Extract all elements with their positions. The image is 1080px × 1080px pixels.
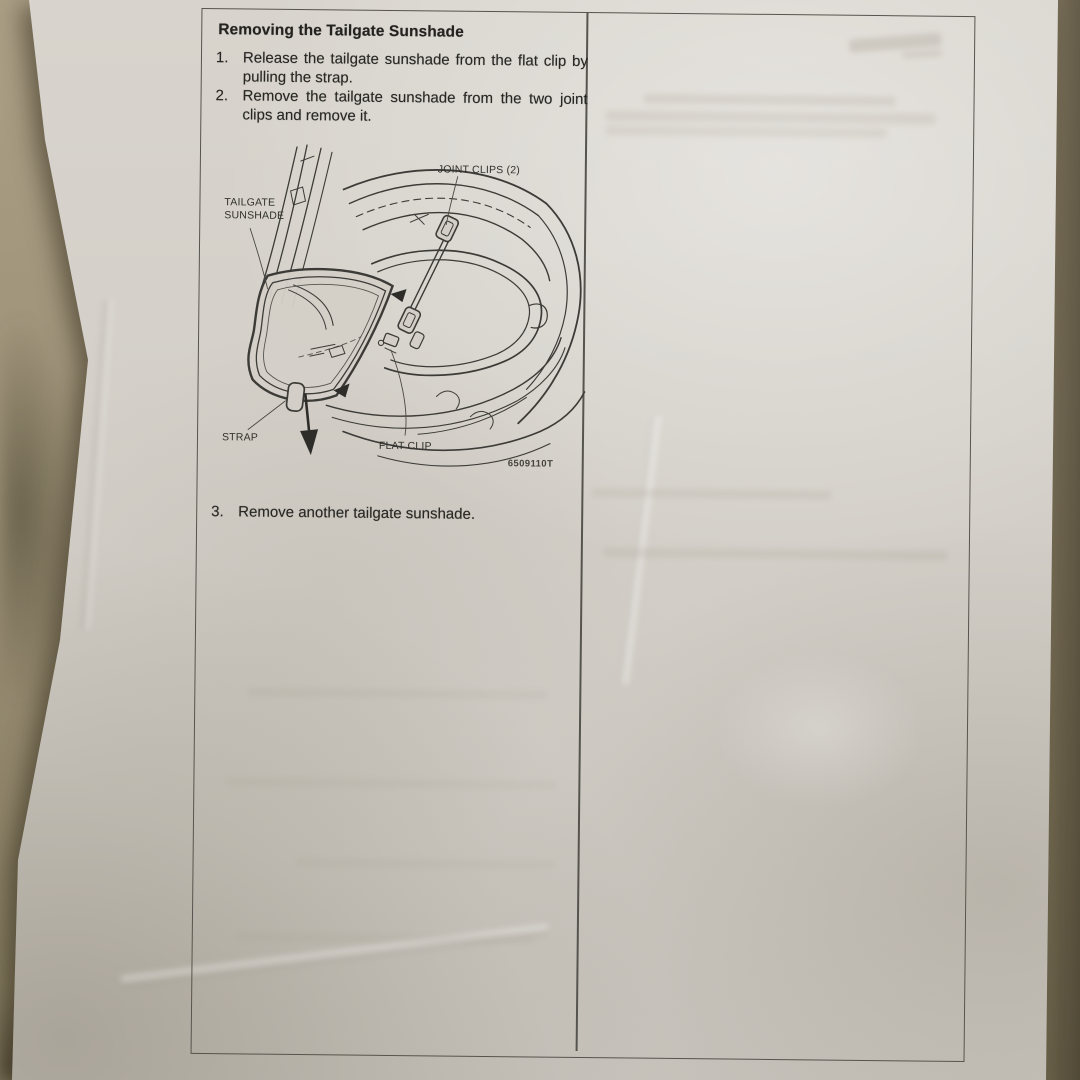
sill-lines xyxy=(325,337,566,435)
down-arrow-shaft xyxy=(304,393,311,433)
direction-arrows xyxy=(300,289,407,456)
bleedthrough-mark xyxy=(247,687,548,700)
bleedthrough-mark xyxy=(226,777,557,790)
bleedthrough-mark xyxy=(295,858,556,870)
content-frame: Removing the Tailgate Sunshade 1. Releas… xyxy=(190,7,976,1063)
step-text: Remove the tailgate sunshade from the tw… xyxy=(242,87,588,125)
bleedthrough-mark xyxy=(643,93,896,107)
line-art-diagram: JOINT CLIPS (2) TAILGATE SUNSHADE STRAP … xyxy=(222,144,586,470)
label-flat-clip: FLAT CLIP xyxy=(379,440,432,453)
step-item-3: 3. Remove another tailgate sunshade. xyxy=(211,502,568,525)
step-number: 3. xyxy=(211,503,224,521)
joint-clip-upper xyxy=(435,214,460,243)
bleedthrough-mark xyxy=(605,110,936,125)
tailgate-opening-bands xyxy=(342,169,551,282)
leader-lines xyxy=(247,176,459,436)
bleedthrough-mark xyxy=(602,547,948,561)
label-sunshade: SUNSHADE xyxy=(224,209,284,222)
label-joint-clips: JOINT CLIPS (2) xyxy=(438,163,520,176)
label-strap: STRAP xyxy=(222,431,258,443)
sunshade-outline xyxy=(247,267,395,402)
bleedthrough-mark xyxy=(591,488,832,500)
flat-clip-part xyxy=(377,332,400,354)
weatherstrip-loop xyxy=(370,249,548,377)
sunshade-rod xyxy=(406,225,455,318)
step-item-2: 2. Remove the tailgate sunshade from the… xyxy=(215,86,587,128)
step-number: 2. xyxy=(215,87,229,105)
joint-clip-bracket xyxy=(409,331,425,350)
figure-tailgate-sunshade-diagram: JOINT CLIPS (2) TAILGATE SUNSHADE STRAP … xyxy=(207,142,591,494)
strap-tab xyxy=(285,381,306,413)
step-number: 1. xyxy=(215,49,229,67)
bleedthrough-mark xyxy=(605,125,888,139)
joint-clip-lower xyxy=(397,306,422,334)
bleedthrough-mark xyxy=(901,49,943,59)
section-heading: Removing the Tailgate Sunshade xyxy=(218,21,464,41)
step-text: Remove another tailgate sunshade. xyxy=(238,503,476,523)
tailgate-bottom-edge xyxy=(342,390,586,467)
tailgate-outer-edge xyxy=(517,202,582,425)
label-tailgate: TAILGATE xyxy=(224,196,275,209)
bleedthrough-mark xyxy=(848,32,942,53)
bleedthrough-mark xyxy=(234,932,535,945)
paper-crease xyxy=(80,300,113,630)
step-item-1: 1. Release the tailgate sunshade from th… xyxy=(216,48,588,90)
figure-code: 6509110T xyxy=(508,458,554,469)
step-text: Release the tailgate sunshade from the f… xyxy=(242,49,589,87)
